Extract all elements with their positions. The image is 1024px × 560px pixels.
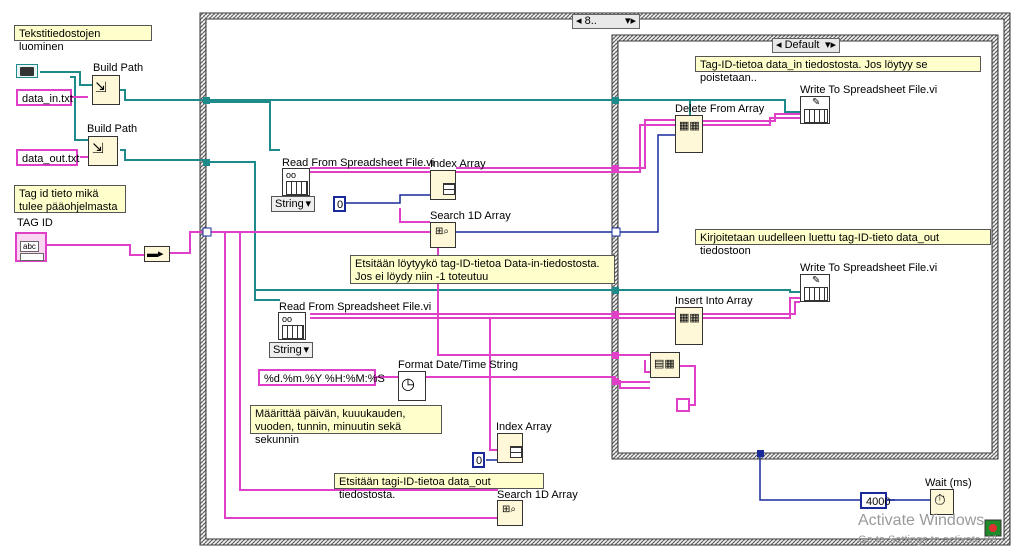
- activate-windows-watermark: Activate Windows: [858, 512, 985, 529]
- format-string-constant[interactable]: %d.%m.%Y %H:%M:%S: [258, 369, 385, 386]
- index-array-1-label: Index Array: [430, 158, 486, 170]
- search-icon: ⊞⌕: [502, 504, 516, 515]
- search-data-in-note[interactable]: Etsitään löytyykö tag-ID-tietoa Data-in-…: [350, 255, 615, 284]
- conversion-icon: ▬▸: [147, 248, 164, 260]
- build-path-icon: ⇲: [92, 140, 104, 156]
- dropdown-arrow-icon: ▾: [303, 344, 309, 356]
- index-array-2-node[interactable]: [497, 433, 523, 463]
- write-spreadsheet-1-label: Write To Spreadsheet File.vi: [800, 84, 938, 96]
- build-path-icon: ⇲: [95, 79, 107, 95]
- format-datetime-node[interactable]: ◷: [398, 371, 426, 401]
- data-in-constant[interactable]: data_in.txt: [16, 89, 73, 106]
- tag-id-note[interactable]: Tag id tieto mikä tulee pääohjelmasta: [14, 185, 126, 213]
- folder-icon: [20, 67, 34, 76]
- numeric-wires: [344, 134, 930, 501]
- tunnels: [202, 97, 764, 457]
- string-type-ring-1[interactable]: String▾: [271, 196, 315, 212]
- array-delete-icon: ▦▦: [679, 120, 700, 132]
- index-constant-zero-2[interactable]: 0: [472, 452, 485, 468]
- search-1d-1-node[interactable]: ⊞⌕: [430, 222, 456, 248]
- pencil-icon: ✎: [812, 275, 821, 286]
- search-1d-1-label: Search 1D Array: [430, 210, 511, 222]
- read-spreadsheet-2-label: Read From Spreadsheet File.vi: [279, 301, 432, 313]
- array-insert-icon: ▦▦: [679, 312, 700, 324]
- wait-constant[interactable]: 4000: [860, 492, 890, 509]
- delete-from-array-label: Delete From Array: [675, 103, 765, 115]
- build-path-1-node[interactable]: ⇲: [92, 75, 120, 105]
- format-datetime-label: Format Date/Time String: [398, 359, 519, 371]
- index-constant-zero-1[interactable]: 0: [333, 196, 346, 212]
- glasses-icon: oo: [286, 170, 297, 180]
- index-array-2-label: Index Array: [496, 421, 552, 433]
- search-data-out-note[interactable]: Etsitään tagi-ID-tietoa data_out tiedost…: [334, 473, 544, 501]
- build-path-2-node[interactable]: ⇲: [88, 136, 118, 166]
- data-out-constant[interactable]: data_out.txt: [16, 149, 80, 166]
- outer-case-selector[interactable]: ◂ 8.. ▾▸: [572, 14, 640, 29]
- read-spreadsheet-2-node[interactable]: oo: [278, 312, 306, 340]
- search-1d-2-label: Search 1D Array: [497, 489, 578, 501]
- tag-id-control-text: abc: [20, 241, 39, 252]
- write-spreadsheet-2-node[interactable]: ✎: [800, 274, 830, 302]
- tag-id-control[interactable]: abc: [15, 232, 47, 262]
- array-index-icon: [510, 446, 522, 458]
- rewrite-note[interactable]: Kirjoitetaan uudelleen luettu tag-ID-tie…: [695, 229, 991, 257]
- string-to-path-node[interactable]: ▬▸: [144, 246, 170, 262]
- string-indicator-icon: [20, 253, 44, 261]
- delete-from-array-node[interactable]: ▦▦: [675, 115, 703, 153]
- read-spreadsheet-1-node[interactable]: oo: [282, 168, 310, 196]
- table-icon: [286, 181, 308, 195]
- write-spreadsheet-1-node[interactable]: ✎: [800, 96, 830, 124]
- insert-into-array-node[interactable]: ▦▦: [675, 307, 703, 345]
- inner-case-dropdown-icon[interactable]: ▾▸: [824, 39, 836, 51]
- pencil-icon: ✎: [812, 97, 821, 108]
- clock-icon: ◷: [401, 376, 415, 393]
- index-array-1-node[interactable]: [430, 170, 456, 200]
- wait-node[interactable]: ⏱: [930, 489, 954, 515]
- table-icon: [804, 287, 828, 301]
- table-icon: [804, 109, 828, 123]
- string-type-ring-2[interactable]: String▾: [269, 342, 313, 358]
- build-path-2-label: Build Path: [87, 123, 138, 135]
- table-icon: [282, 325, 304, 339]
- build-path-1-label: Build Path: [93, 62, 144, 74]
- inner-case-selector[interactable]: ◂ Default ▾▸: [772, 38, 840, 53]
- wait-ms-label: Wait (ms): [925, 477, 972, 489]
- outer-case-dropdown-icon[interactable]: ▾▸: [624, 15, 636, 27]
- activate-windows-hint: Go to Settings to activate Wi: [858, 534, 997, 546]
- data-in-note[interactable]: Tag-ID-tietoa data_in tiedostosta. Jos l…: [695, 56, 981, 84]
- create-text-files-note[interactable]: Tekstitiedostojen luominen: [14, 25, 152, 53]
- path-wires: [40, 71, 800, 301]
- search-1d-2-node[interactable]: ⊞⌕: [497, 500, 523, 526]
- date-note[interactable]: Määrittää päivän, kuuukauden, vuoden, tu…: [250, 405, 442, 446]
- folder-path-constant[interactable]: [16, 64, 38, 78]
- array-index-icon: [443, 183, 455, 195]
- stopwatch-icon: ⏱: [934, 492, 946, 509]
- glasses-icon: oo: [282, 314, 293, 324]
- loop-stop-terminal[interactable]: [984, 519, 1002, 537]
- insert-into-array-label: Insert Into Array: [675, 295, 753, 307]
- empty-array-constant[interactable]: [676, 398, 690, 412]
- outer-case-left-arrow-icon[interactable]: ◂: [576, 15, 582, 27]
- search-icon: ⊞⌕: [435, 226, 449, 237]
- write-spreadsheet-2-label: Write To Spreadsheet File.vi: [800, 262, 938, 274]
- build-array-icon: ▤▦: [654, 358, 675, 370]
- dropdown-arrow-icon: ▾: [305, 198, 311, 210]
- read-spreadsheet-1-label: Read From Spreadsheet File.vi: [282, 157, 435, 169]
- build-array-node[interactable]: ▤▦: [650, 352, 680, 378]
- tag-id-label: TAG ID: [17, 217, 53, 229]
- inner-case-left-arrow-icon[interactable]: ◂: [776, 39, 782, 51]
